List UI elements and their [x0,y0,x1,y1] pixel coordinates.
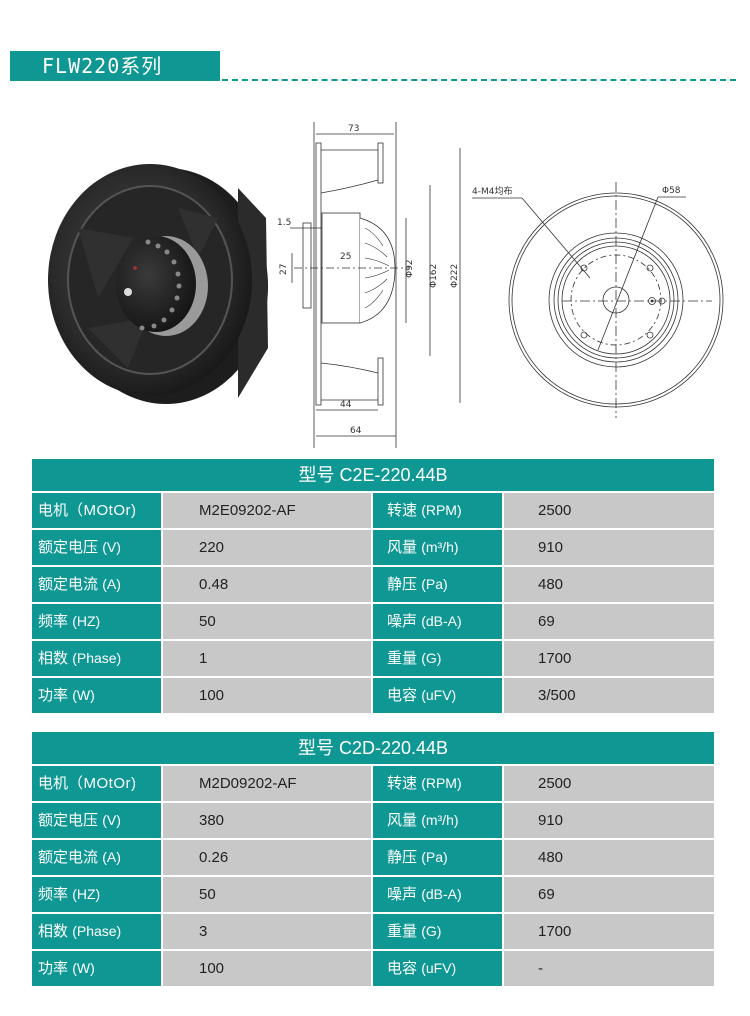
value-static-pressure: 480 [504,840,714,875]
label-capacitor: 电容 (uFV) [373,951,502,986]
title-dashed-divider [222,79,736,81]
svg-text:Φ58: Φ58 [662,186,681,196]
spec-table-title: 型号 C2D-220.44B [32,732,714,764]
series-title-bar: FLW220系列 [10,51,220,81]
table-row: 额定电压 (V) 380 风量 (m³/h) 910 [32,803,714,838]
value-noise: 69 [504,877,714,912]
label-static-pressure: 静压 (Pa) [373,567,502,602]
svg-text:Φ162: Φ162 [429,264,439,288]
svg-text:44: 44 [340,400,352,410]
svg-text:64: 64 [350,426,362,436]
table-row: 电机（MOtOr) M2D09202-AF 转速 (RPM) 2500 [32,766,714,801]
value-motor: M2E09202-AF [163,493,371,528]
label-airflow: 风量 (m³/h) [373,530,502,565]
value-rated-current: 0.48 [163,567,371,602]
value-weight: 1700 [504,914,714,949]
value-motor: M2D09202-AF [163,766,371,801]
value-frequency: 50 [163,604,371,639]
value-phase: 3 [163,914,371,949]
value-airflow: 910 [504,803,714,838]
label-rated-voltage: 额定电压 (V) [32,530,161,565]
table-row: 相数 (Phase) 3 重量 (G) 1700 [32,914,714,949]
side-view-drawing: 73 1.5 27 25 Φ92 Φ162 Φ222 44 64 [277,122,461,448]
value-static-pressure: 480 [504,567,714,602]
table-row: 功率 (W) 100 电容 (uFV) - [32,951,714,986]
label-weight: 重量 (G) [373,641,502,676]
spec-table-c2d: 型号 C2D-220.44B 电机（MOtOr) M2D09202-AF 转速 … [32,732,714,986]
label-power: 功率 (W) [32,678,161,713]
label-rated-current: 额定电流 (A) [32,840,161,875]
label-power: 功率 (W) [32,951,161,986]
value-rated-voltage: 380 [163,803,371,838]
value-frequency: 50 [163,877,371,912]
label-airflow: 风量 (m³/h) [373,803,502,838]
svg-text:4-M4均布: 4-M4均布 [472,185,512,197]
label-rpm: 转速 (RPM) [373,766,502,801]
value-power: 100 [163,951,371,986]
table-row: 相数 (Phase) 1 重量 (G) 1700 [32,641,714,676]
value-noise: 69 [504,604,714,639]
value-airflow: 910 [504,530,714,565]
table-row: 额定电流 (A) 0.48 静压 (Pa) 480 [32,567,714,602]
fan-photo [48,164,268,404]
svg-text:Φ222: Φ222 [450,264,460,288]
label-weight: 重量 (G) [373,914,502,949]
spec-table-title: 型号 C2E-220.44B [32,459,714,491]
table-row: 电机（MOtOr) M2E09202-AF 转速 (RPM) 2500 [32,493,714,528]
label-frequency: 频率 (HZ) [32,877,161,912]
front-view-drawing: 4-M4均布 Φ58 [472,182,724,418]
table-row: 频率 (HZ) 50 噪声 (dB-A) 69 [32,877,714,912]
table-row: 额定电流 (A) 0.26 静压 (Pa) 480 [32,840,714,875]
value-rated-voltage: 220 [163,530,371,565]
svg-text:1.5: 1.5 [277,218,291,228]
label-rpm: 转速 (RPM) [373,493,502,528]
label-noise: 噪声 (dB-A) [373,604,502,639]
table-row: 额定电压 (V) 220 风量 (m³/h) 910 [32,530,714,565]
label-rated-current: 额定电流 (A) [32,567,161,602]
table-row: 功率 (W) 100 电容 (uFV) 3/500 [32,678,714,713]
value-rated-current: 0.26 [163,840,371,875]
table-row: 频率 (HZ) 50 噪声 (dB-A) 69 [32,604,714,639]
svg-text:27: 27 [279,264,289,275]
value-power: 100 [163,678,371,713]
svg-text:73: 73 [348,124,359,134]
svg-text:Φ92: Φ92 [405,259,415,278]
label-rated-voltage: 额定电压 (V) [32,803,161,838]
value-capacitor: 3/500 [504,678,714,713]
label-static-pressure: 静压 (Pa) [373,840,502,875]
label-motor: 电机（MOtOr) [32,493,161,528]
value-rpm: 2500 [504,493,714,528]
value-weight: 1700 [504,641,714,676]
label-phase: 相数 (Phase) [32,641,161,676]
svg-text:25: 25 [340,252,351,262]
series-title: FLW220系列 [42,54,163,78]
value-capacitor: - [504,951,714,986]
label-phase: 相数 (Phase) [32,914,161,949]
value-rpm: 2500 [504,766,714,801]
label-noise: 噪声 (dB-A) [373,877,502,912]
label-frequency: 频率 (HZ) [32,604,161,639]
value-phase: 1 [163,641,371,676]
label-motor: 电机（MOtOr) [32,766,161,801]
spec-table-c2e: 型号 C2E-220.44B 电机（MOtOr) M2E09202-AF 转速 … [32,459,714,713]
label-capacitor: 电容 (uFV) [373,678,502,713]
